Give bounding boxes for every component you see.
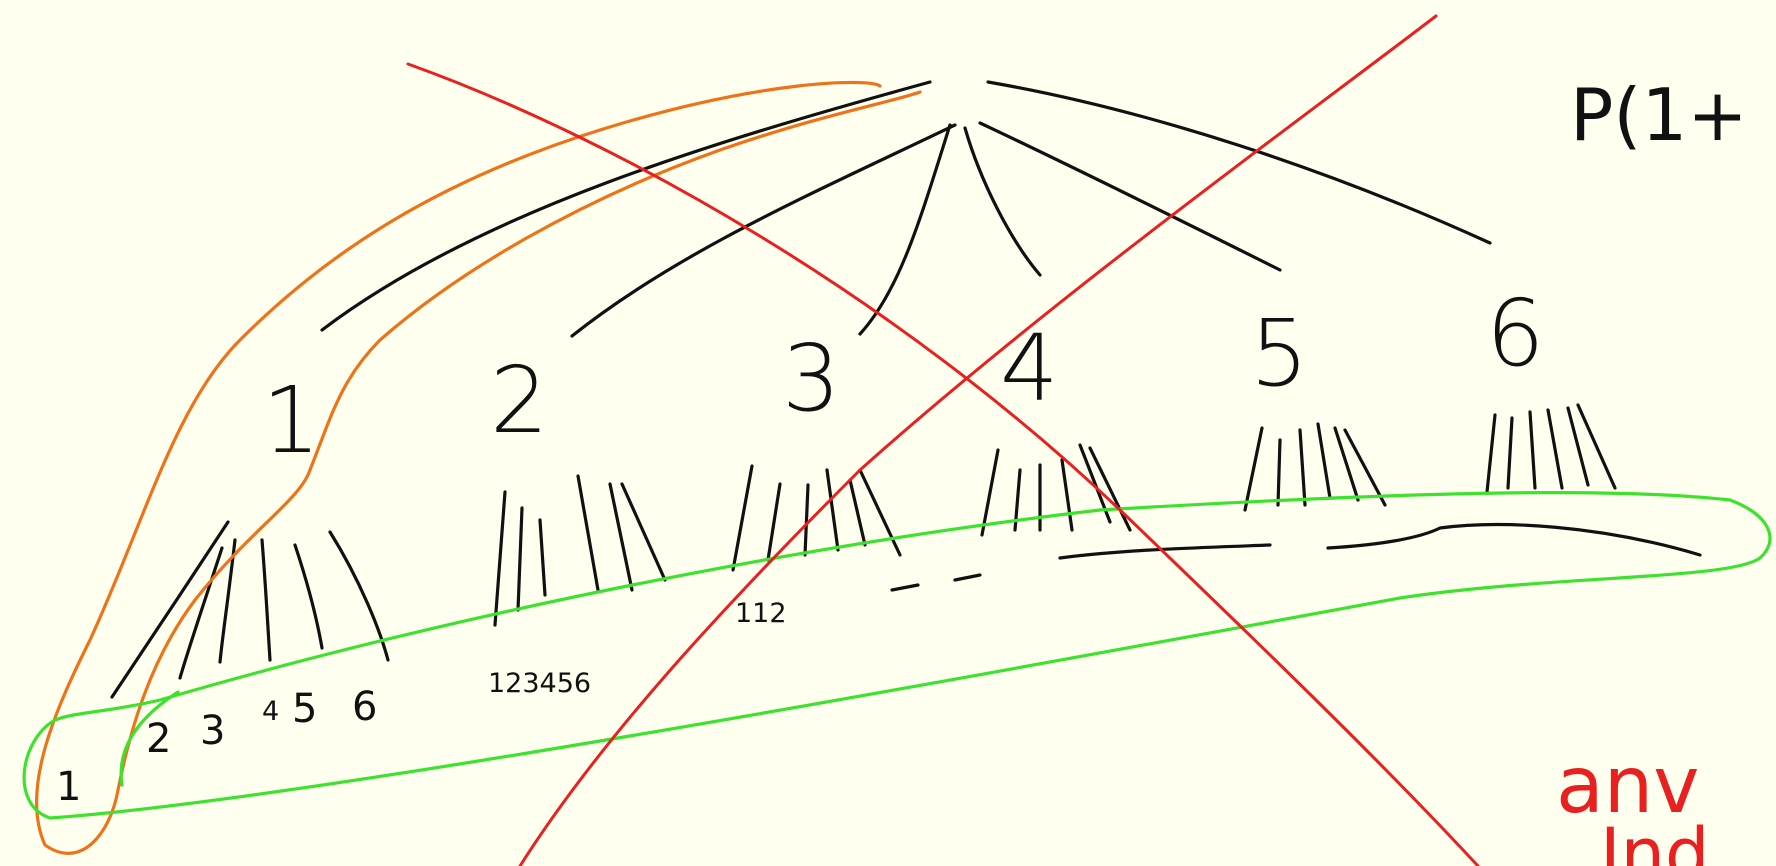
leaf-1-4: 4 bbox=[262, 696, 279, 727]
leaf-1-5: 5 bbox=[292, 686, 317, 732]
leaf-3-sequence: 112 bbox=[735, 598, 787, 629]
leaf-1-2: 2 bbox=[146, 716, 171, 762]
level1-label-6: 6 bbox=[1486, 280, 1545, 387]
red-cross-out bbox=[406, 14, 1480, 866]
continuation-strokes bbox=[890, 523, 1702, 592]
leaf-labels-under-1: 1 2 3 4 5 6 bbox=[56, 684, 377, 810]
level1-label-2: 2 bbox=[490, 347, 549, 454]
red-note: anv Ind bbox=[1556, 741, 1709, 866]
red-note-line1: anv bbox=[1556, 741, 1699, 831]
level1-labels: 1 2 3 4 5 6 bbox=[262, 280, 1545, 474]
orange-highlight-loop bbox=[34, 80, 922, 855]
formula-annotation: P(1+ bbox=[1570, 73, 1748, 157]
green-highlight-loop bbox=[22, 490, 1772, 820]
level1-label-5: 5 bbox=[1250, 300, 1309, 407]
leaf-labels-under-2: 123456 bbox=[488, 668, 591, 699]
level1-label-4: 4 bbox=[1000, 315, 1059, 422]
formula-text: P(1+ bbox=[1570, 73, 1748, 157]
leaf-2-sequence: 123456 bbox=[488, 668, 591, 699]
level1-label-1: 1 bbox=[262, 367, 321, 474]
root-branches bbox=[320, 80, 1492, 338]
level1-label-3: 3 bbox=[782, 325, 841, 432]
leaf-labels-under-3: 112 bbox=[735, 598, 787, 629]
leaf-1-3: 3 bbox=[200, 708, 225, 754]
leaf-1-6: 6 bbox=[352, 684, 377, 730]
leaf-1-1: 1 bbox=[56, 764, 81, 810]
red-note-line2: Ind bbox=[1600, 813, 1709, 866]
